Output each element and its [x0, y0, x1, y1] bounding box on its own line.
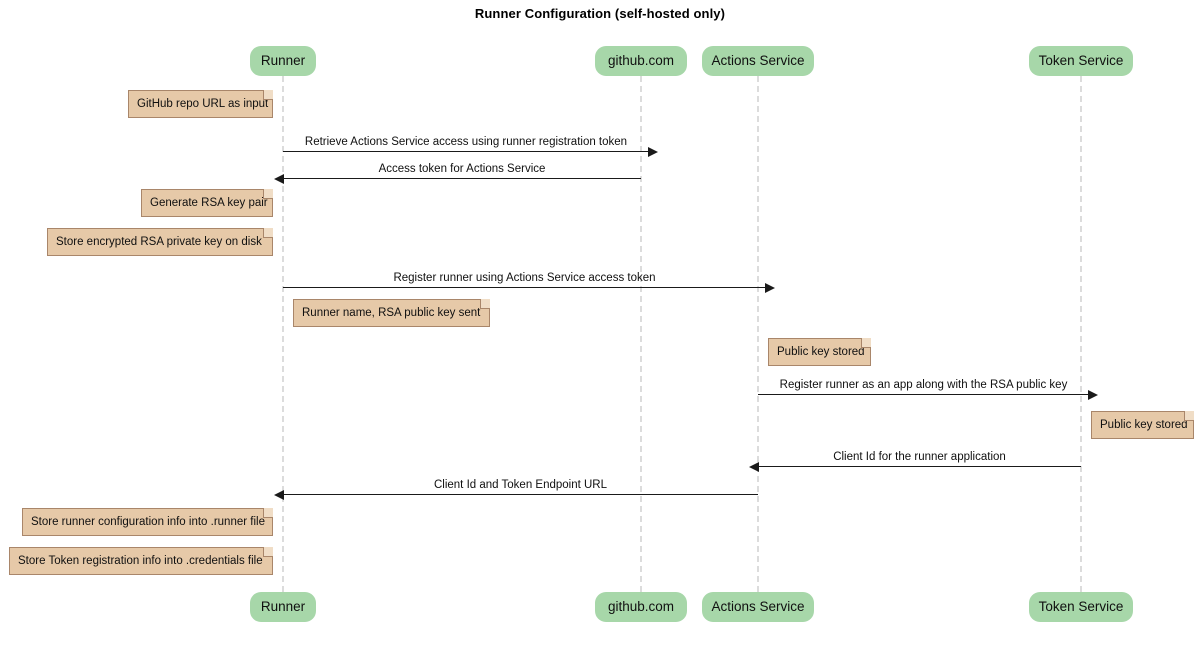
note-text: GitHub repo URL as input: [137, 98, 269, 110]
note-rsa-keypair: Generate RSA key pair: [141, 189, 273, 217]
note-store-runner: Store runner configuration info into .ru…: [22, 508, 273, 536]
arrowhead-right-icon: [1088, 390, 1098, 400]
participant-actions-top[interactable]: Actions Service: [702, 46, 814, 76]
participant-label: Actions Service: [711, 599, 805, 614]
note-repo-url: GitHub repo URL as input: [128, 90, 273, 118]
msg-client-id-endpoint-label: Client Id and Token Endpoint URL: [433, 479, 608, 491]
note-text: Public key stored: [777, 346, 865, 358]
msg-register-app-label: Register runner as an app along with the…: [779, 379, 1068, 391]
note-text: Generate RSA key pair: [150, 197, 268, 209]
participant-token-bottom[interactable]: Token Service: [1029, 592, 1133, 622]
msg-register-app: Register runner as an app along with the…: [758, 379, 1098, 400]
note-fold-corner-icon: [1184, 411, 1194, 421]
lifeline-github: [640, 76, 642, 592]
note-text: Public key stored: [1100, 419, 1188, 431]
participant-actions-bottom[interactable]: Actions Service: [702, 592, 814, 622]
msg-register-runner-label: Register runner using Actions Service ac…: [393, 272, 656, 284]
note-pubkey-actions: Public key stored: [768, 338, 871, 366]
msg-client-id-endpoint: Client Id and Token Endpoint URL: [274, 479, 758, 500]
participant-token-top[interactable]: Token Service: [1029, 46, 1133, 76]
participant-github-bottom[interactable]: github.com: [595, 592, 687, 622]
participant-label: github.com: [607, 599, 675, 614]
note-runner-name: Runner name, RSA public key sent: [293, 299, 490, 327]
lifeline-actions: [757, 76, 759, 592]
msg-register-runner: Register runner using Actions Service ac…: [283, 272, 775, 293]
participant-label: Token Service: [1038, 53, 1124, 68]
lifeline-runner: [282, 76, 284, 592]
participant-github-top[interactable]: github.com: [595, 46, 687, 76]
arrowhead-left-icon: [749, 462, 759, 472]
note-fold-corner-icon: [480, 299, 490, 309]
note-text: Store Token registration info into .cred…: [18, 555, 263, 567]
note-pubkey-token: Public key stored: [1091, 411, 1194, 439]
participant-runner-bottom[interactable]: Runner: [250, 592, 316, 622]
note-fold-corner-icon: [263, 547, 273, 557]
msg-access-token-label: Access token for Actions Service: [378, 163, 546, 175]
note-store-private: Store encrypted RSA private key on disk: [47, 228, 273, 256]
note-text: Store encrypted RSA private key on disk: [56, 236, 262, 248]
note-fold-corner-icon: [263, 90, 273, 100]
arrowhead-right-icon: [648, 147, 658, 157]
note-fold-corner-icon: [263, 189, 273, 199]
note-fold-corner-icon: [861, 338, 871, 348]
note-store-creds: Store Token registration info into .cred…: [9, 547, 273, 575]
participant-runner-top[interactable]: Runner: [250, 46, 316, 76]
msg-retrieve-access-label: Retrieve Actions Service access using ru…: [304, 136, 628, 148]
msg-retrieve-access: Retrieve Actions Service access using ru…: [283, 136, 658, 157]
participant-label: Actions Service: [711, 53, 805, 68]
participant-label: Runner: [260, 53, 306, 68]
msg-access-token: Access token for Actions Service: [274, 163, 641, 184]
participant-label: Token Service: [1038, 599, 1124, 614]
msg-client-id: Client Id for the runner application: [749, 451, 1081, 472]
note-text: Runner name, RSA public key sent: [302, 307, 481, 319]
page-title: Runner Configuration (self-hosted only): [474, 6, 726, 21]
arrowhead-left-icon: [274, 174, 284, 184]
msg-client-id-label: Client Id for the runner application: [833, 451, 1006, 463]
lifeline-token: [1080, 76, 1082, 592]
participant-label: Runner: [260, 599, 306, 614]
note-fold-corner-icon: [263, 228, 273, 238]
note-text: Store runner configuration info into .ru…: [31, 516, 265, 528]
note-fold-corner-icon: [263, 508, 273, 518]
arrowhead-left-icon: [274, 490, 284, 500]
arrowhead-right-icon: [765, 283, 775, 293]
participant-label: github.com: [607, 53, 675, 68]
